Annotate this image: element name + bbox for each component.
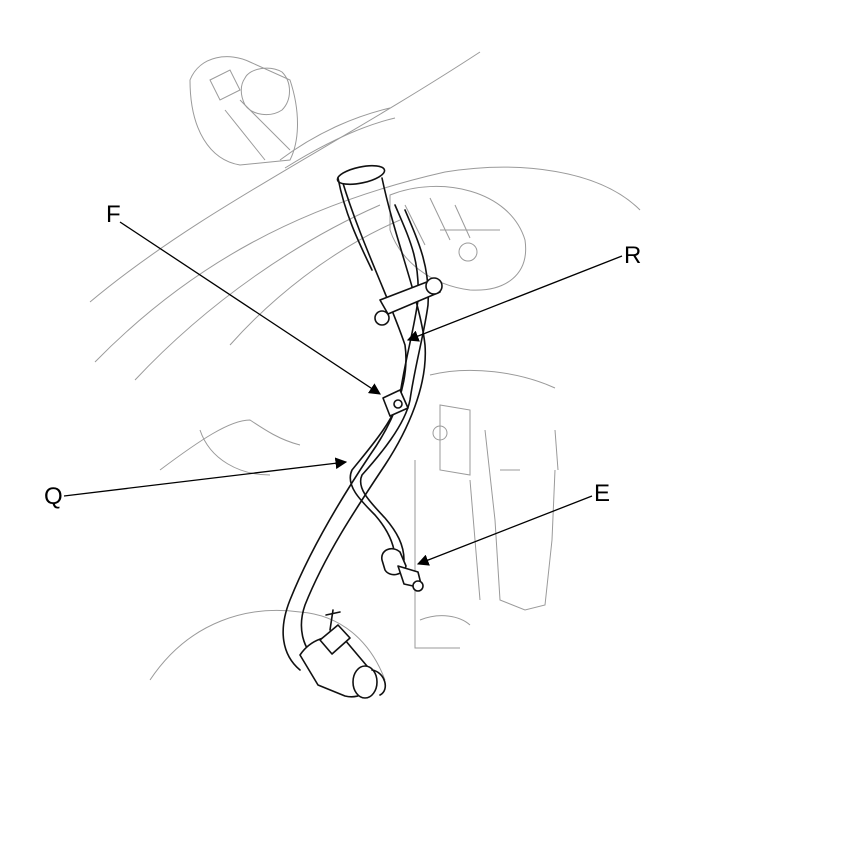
callout-f-label: F <box>106 201 121 228</box>
leader-line-r <box>406 255 623 342</box>
upper-pipe-clamp <box>374 277 443 326</box>
callout-q-label: Q <box>44 483 63 510</box>
vehicle-body-outline <box>89 51 641 681</box>
callout-r-label: R <box>624 242 642 269</box>
leader-line-f <box>119 221 381 395</box>
leader-line-e <box>416 495 593 566</box>
leader-line-q <box>63 457 348 497</box>
callout-e-label: E <box>594 480 611 507</box>
fuel-filler-pipe <box>282 164 427 671</box>
clip-f <box>382 389 409 417</box>
lower-hose-clamp <box>299 609 387 699</box>
hose-connector-e <box>381 548 424 592</box>
